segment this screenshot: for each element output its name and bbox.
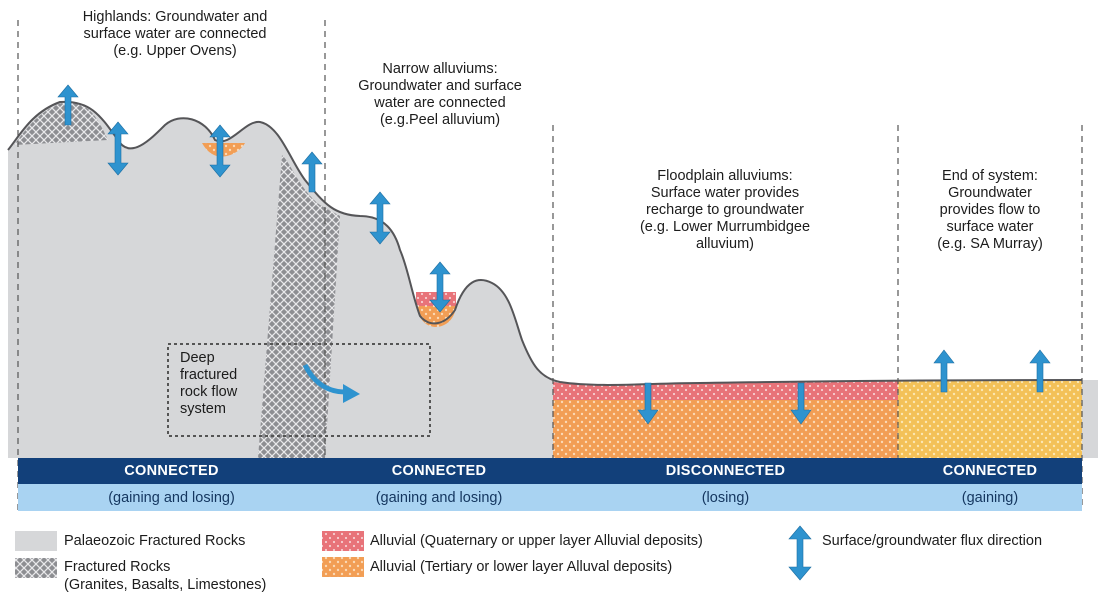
- status-detail-floodplain: (losing): [553, 484, 898, 511]
- up-arrow-icon: [301, 151, 323, 193]
- legend-label-flux: Surface/groundwater flux direction: [822, 533, 1043, 549]
- legend-label-fractured: Fractured Rocks: [64, 559, 171, 575]
- zone-label-line: surface water: [946, 219, 1034, 235]
- double-arrow-icon: [369, 191, 391, 245]
- zone-label-narrow: Narrow alluviums: Groundwater and surfac…: [330, 61, 550, 129]
- zone-label-line: (e.g. SA Murray): [937, 236, 1043, 252]
- legend-swatch-alluvial-lower: [322, 557, 364, 577]
- zone-label-line: provides flow to: [939, 202, 1041, 218]
- status-detail-highlands: (gaining and losing): [18, 484, 325, 511]
- deep-system-box: [167, 343, 431, 437]
- status-bar-end: CONNECTED: [898, 458, 1082, 484]
- status-bar-narrow: CONNECTED: [325, 458, 553, 484]
- double-arrow-icon: [209, 124, 231, 178]
- zone-label-line: water are connected: [374, 95, 506, 111]
- up-arrow-icon: [1029, 349, 1051, 393]
- down-arrow-icon: [790, 382, 812, 425]
- zone-label-line: Narrow alluviums:: [382, 61, 498, 77]
- legend-swatch-palaeozoic: [15, 531, 57, 551]
- deep-label-line: Deep: [180, 350, 215, 366]
- curved-arrow-icon: [302, 363, 346, 395]
- status-detail-end: (gaining): [898, 484, 1082, 511]
- curved-arrow-head: [343, 384, 360, 403]
- zone-label-line: Floodplain alluviums:: [657, 168, 793, 184]
- zone-dividers: [17, 20, 1083, 510]
- fractured-mound: [14, 102, 108, 145]
- zone-label-line: (e.g. Lower Murrumbidgee: [639, 219, 811, 235]
- up-arrow-icon: [933, 349, 955, 393]
- zone-label-line: Groundwater and surface: [358, 78, 522, 94]
- up-arrow-icon: [57, 84, 79, 126]
- zone-label-line: alluvium): [695, 236, 754, 252]
- zone-label-floodplain: Floodplain alluviums: Surface water prov…: [615, 168, 835, 253]
- legend-swatch-fractured: [15, 558, 57, 578]
- zone-label-highlands: Highlands: Groundwater and surface water…: [40, 9, 310, 60]
- zone-label-line: Highlands: Groundwater and: [82, 9, 268, 25]
- legend-label-fractured-detail: (Granites, Basalts, Limestones): [64, 577, 267, 593]
- legend-label-palaeozoic: Palaeozoic Fractured Rocks: [64, 533, 246, 549]
- status-detail-narrow: (gaining and losing): [325, 484, 553, 511]
- floodplain-alluvial-lower: [553, 400, 898, 458]
- deep-label-line: fractured: [180, 367, 238, 383]
- legend-flux-arrow-icon: [788, 525, 812, 581]
- down-arrow-icon: [637, 382, 659, 425]
- legend-swatch-alluvial-upper: [322, 531, 364, 551]
- zone-label-line: (e.g. Upper Ovens): [113, 43, 237, 59]
- deep-label-line: system: [180, 401, 226, 417]
- zone-label-end: End of system: Groundwater provides flow…: [905, 168, 1075, 253]
- legend-label-alluvial-lower: Alluvial (Tertiary or lower layer Alluva…: [370, 559, 673, 575]
- zone-label-line: recharge to groundwater: [646, 202, 804, 218]
- double-arrow-icon: [429, 261, 451, 313]
- zone-label-line: (e.g.Peel alluvium): [379, 112, 501, 128]
- status-bar-highlands: CONNECTED: [18, 458, 325, 484]
- highland-alluvial-pocket: [202, 143, 245, 157]
- status-bar-floodplain: DISCONNECTED: [553, 458, 898, 484]
- end-alluvial: [898, 380, 1082, 458]
- deep-label-line: rock flow: [180, 384, 238, 400]
- double-arrow-icon: [107, 121, 129, 176]
- zone-label-line: Groundwater: [948, 185, 1032, 201]
- zone-label-line: Surface water provides: [650, 185, 800, 201]
- zone-label-line: surface water are connected: [83, 26, 267, 42]
- legend-label-alluvial-upper: Alluvial (Quaternary or upper layer Allu…: [370, 533, 703, 549]
- zone-label-line: End of system:: [942, 168, 1038, 184]
- terrain-surface-line: [7, 100, 1083, 386]
- deep-system-label: Deep fractured rock flow system: [180, 350, 237, 418]
